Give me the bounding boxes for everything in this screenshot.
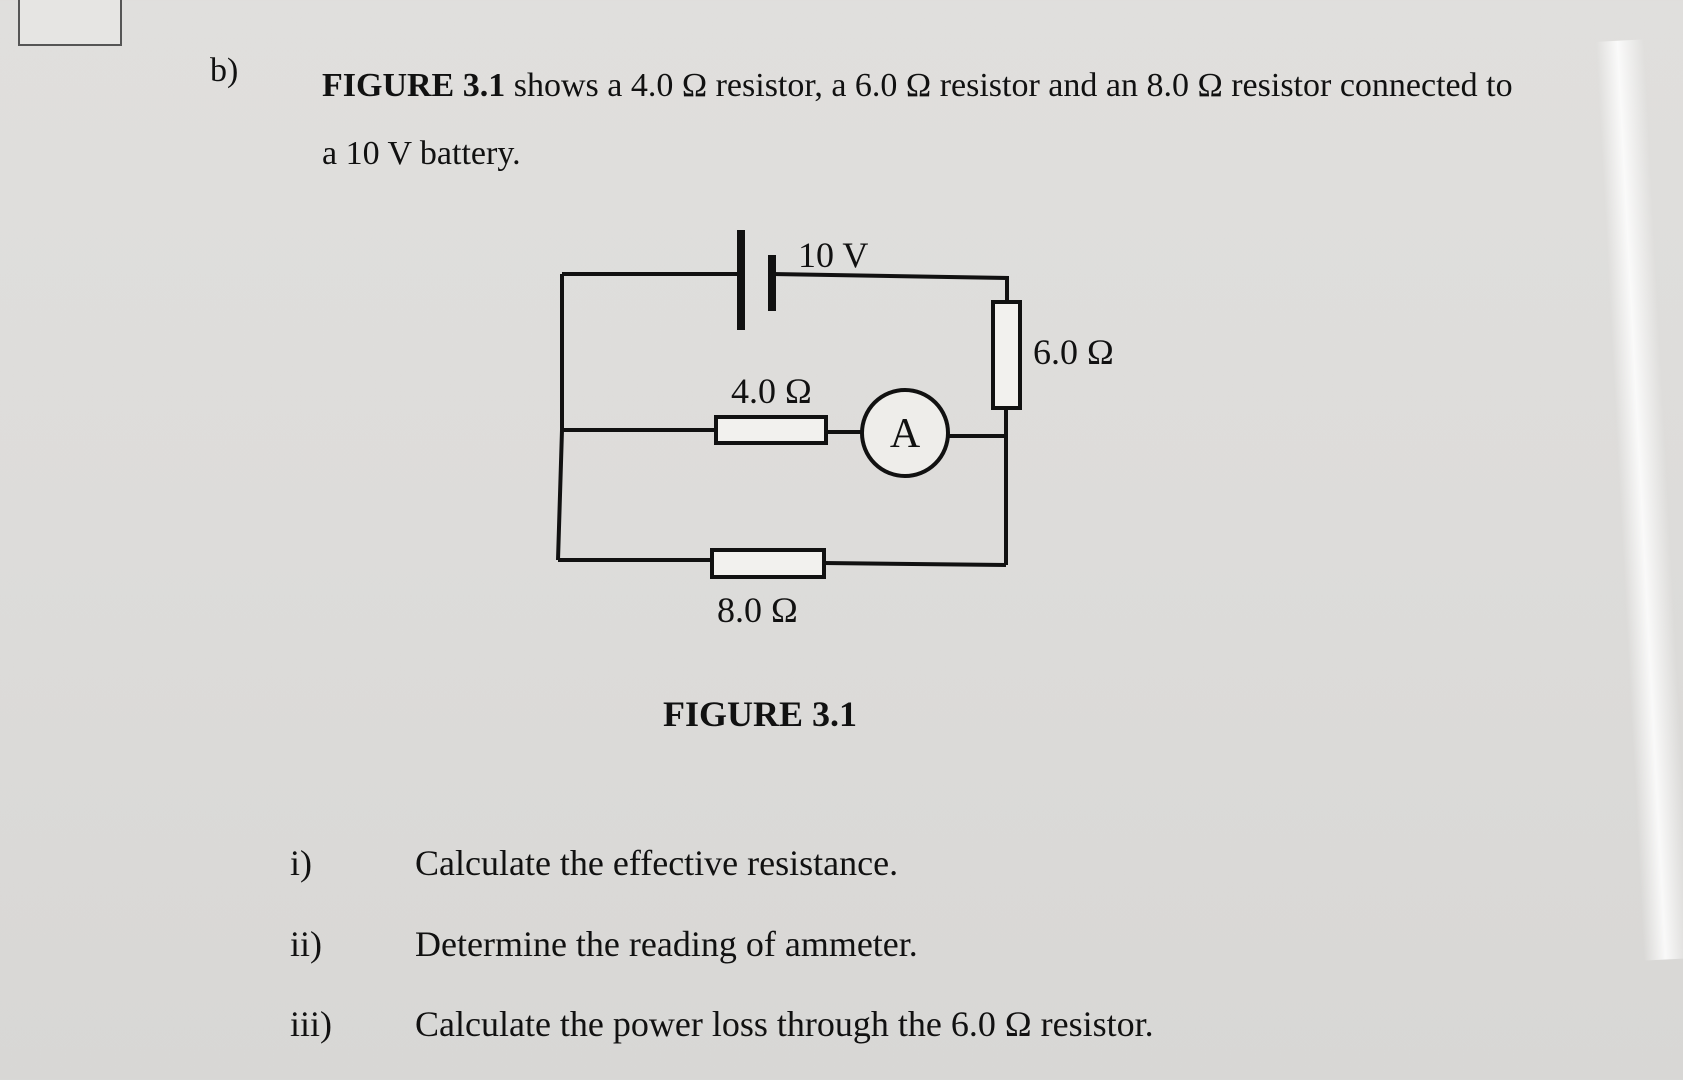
part-ii: ii) Determine the reading of ammeter. [290, 923, 918, 965]
resistor-6-label: 6.0 Ω [1033, 332, 1114, 372]
part-i-number: i) [290, 843, 312, 883]
question-label: b) [210, 52, 239, 89]
part-i: i) Calculate the effective resistance. [290, 842, 898, 884]
question-intro-text: shows a 4.0 Ω resistor, a 6.0 Ω resistor… [322, 67, 1513, 172]
part-iii-number: iii) [290, 1004, 332, 1044]
battery-long-plate [737, 230, 745, 330]
wire-left-vertical [556, 274, 564, 561]
answer-box [18, 0, 122, 46]
ammeter [860, 388, 950, 478]
part-ii-number: ii) [290, 924, 322, 964]
battery-short-plate [768, 255, 776, 311]
resistor-8-ohm [710, 548, 826, 579]
figure-caption: FIGURE 3.1 [663, 694, 858, 734]
part-ii-text: Determine the reading of ammeter. [415, 924, 918, 964]
ammeter-label: A [890, 411, 921, 457]
figure-reference: FIGURE 3.1 [322, 67, 506, 104]
battery-label: 10 V [798, 235, 868, 275]
wire-bottom-right [823, 561, 1007, 567]
resistor-4-ohm [714, 415, 828, 445]
resistor-8-label: 8.0 Ω [717, 590, 798, 630]
resistor-6-ohm [991, 300, 1022, 410]
wire-top-right [771, 272, 1009, 302]
question-intro: FIGURE 3.1 shows a 4.0 Ω resistor, a 6.0… [322, 52, 1522, 188]
resistor-4-label: 4.0 Ω [731, 371, 812, 411]
part-i-text: Calculate the effective resistance. [415, 843, 899, 883]
part-iii: iii) Calculate the power loss through the… [290, 1003, 1154, 1045]
part-iii-text: Calculate the power loss through the 6.0… [415, 1004, 1154, 1044]
